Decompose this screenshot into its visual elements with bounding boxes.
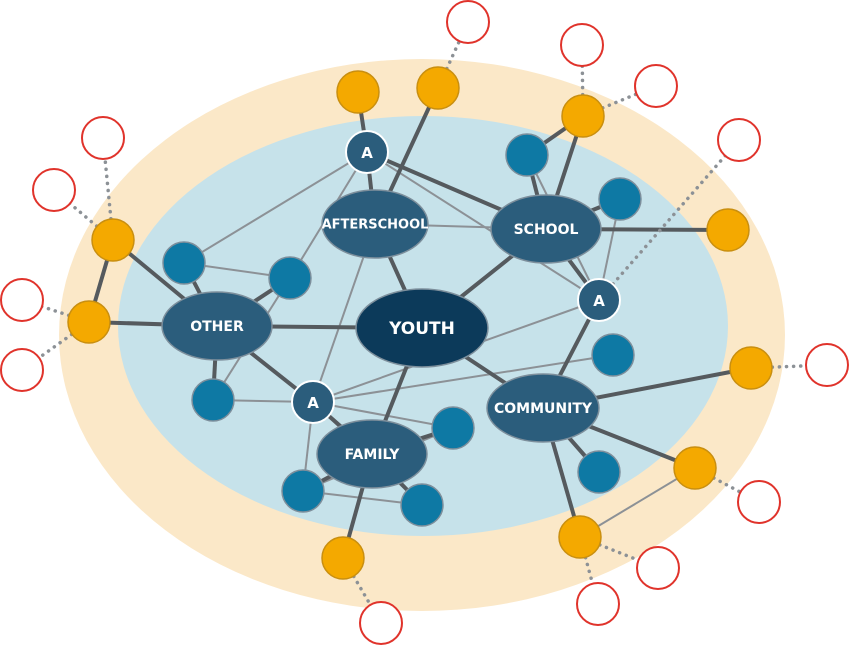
external-contact-node: [706, 208, 750, 252]
weak-tie-line: [579, 467, 696, 538]
adult-label: A: [593, 292, 605, 310]
family-label: FAMILY: [345, 447, 401, 463]
potential-contact-node: [717, 118, 761, 162]
potential-tie-dotted-line: [20, 298, 91, 324]
potential-contact-node: [576, 582, 620, 626]
other-label: OTHER: [190, 319, 244, 335]
actor-node: [505, 133, 549, 177]
weak-tie-line: [312, 354, 614, 403]
youth-node: [355, 288, 489, 368]
potential-contact-node: [81, 116, 125, 160]
potential-contact-node: [446, 0, 490, 44]
potential-contact-node: [359, 601, 403, 645]
adult-node: [345, 130, 389, 174]
external-contact-node: [558, 515, 602, 559]
potential-contact-node: [737, 480, 781, 524]
adult-label: A: [307, 394, 319, 412]
afterschool-label: AFTERSCHOOL: [322, 218, 429, 233]
actor-node: [281, 469, 325, 513]
actor-node: [431, 406, 475, 450]
external-contact-node: [321, 536, 365, 580]
external-contact-node: [416, 66, 460, 110]
actor-node: [162, 241, 206, 285]
potential-contact-node: [0, 348, 44, 392]
potential-contact-node: [0, 278, 44, 322]
actor-node: [191, 378, 235, 422]
community-node: [486, 373, 600, 443]
actor-node: [591, 333, 635, 377]
school-node: [490, 194, 602, 264]
afterschool-node: [321, 189, 429, 259]
school-label: SCHOOL: [514, 222, 579, 238]
potential-contact-node: [32, 168, 76, 212]
external-contact-node: [336, 70, 380, 114]
external-contact-node: [91, 218, 135, 262]
actor-node: [577, 450, 621, 494]
weak-tie-line: [366, 151, 600, 301]
actor-node: [400, 483, 444, 527]
external-contact-node: [67, 300, 111, 344]
external-contact-node: [673, 446, 717, 490]
actor-node: [268, 256, 312, 300]
adult-label: A: [361, 144, 373, 162]
external-contact-node: [561, 94, 605, 138]
potential-tie-dotted-line: [597, 138, 741, 302]
weak-tie-line: [312, 401, 454, 429]
community-label: COMMUNITY: [494, 401, 593, 417]
family-node: [316, 419, 428, 489]
youth-label: YOUTH: [388, 319, 455, 339]
potential-contact-node: [805, 343, 849, 387]
potential-contact-node: [636, 546, 680, 590]
weak-tie-line: [183, 151, 368, 264]
actor-node: [598, 177, 642, 221]
adult-node: [577, 278, 621, 322]
external-contact-node: [729, 346, 773, 390]
potential-contact-node: [634, 64, 678, 108]
potential-contact-node: [560, 23, 604, 67]
potential-tie-dotted-line: [436, 20, 470, 90]
potential-tie-dotted-line: [580, 43, 585, 118]
other-node: [161, 291, 273, 361]
potential-tie-dotted-line: [693, 466, 761, 504]
adult-node: [291, 380, 335, 424]
